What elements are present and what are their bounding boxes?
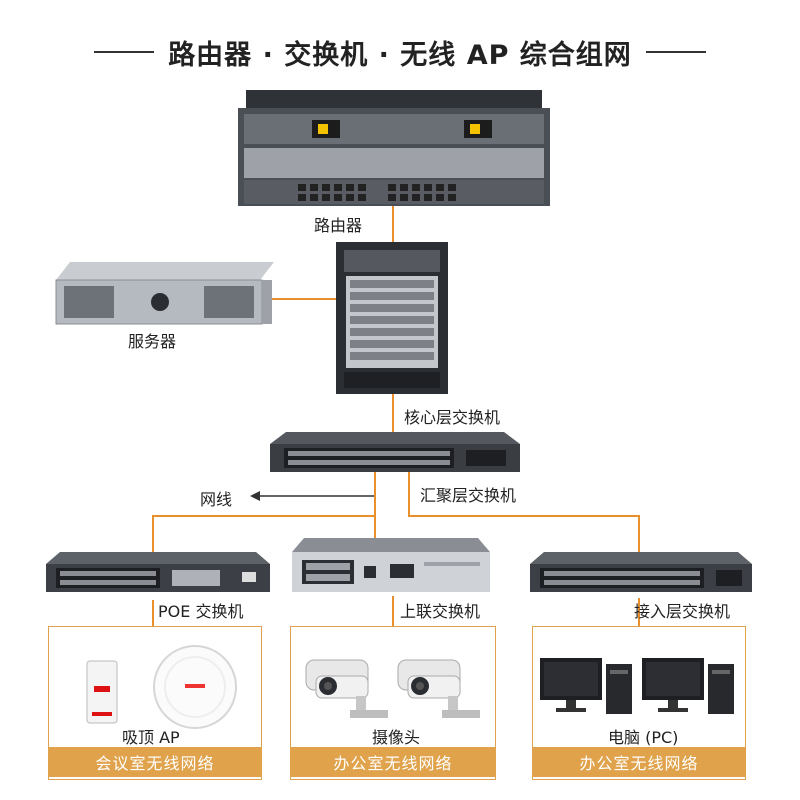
poe-switch-label: POE 交换机 xyxy=(158,602,244,621)
router-device xyxy=(238,90,550,206)
area-band-office-camera: 办公室无线网络 xyxy=(291,747,495,777)
wire-core-aggregation xyxy=(392,392,394,436)
ceiling-ap-icon xyxy=(152,644,238,730)
wire-to-uplink xyxy=(374,515,376,541)
title-text: 路由器 · 交换机 · 无线 AP 综合组网 xyxy=(168,39,632,71)
ceiling-ap-label: 吸顶 AP xyxy=(122,728,180,747)
network-cable-label: 网线 xyxy=(200,490,233,509)
wire-router-core xyxy=(392,200,394,248)
wire-horizontal-left xyxy=(152,515,376,517)
wire-server-core xyxy=(272,298,338,300)
uplink-switch-label: 上联交换机 xyxy=(400,602,481,621)
pc-icon-2 xyxy=(640,656,736,716)
area-band-meeting-room: 会议室无线网络 xyxy=(49,747,261,777)
wire-access-down xyxy=(638,598,640,626)
title-right-rule xyxy=(645,51,706,53)
aggregation-switch-device xyxy=(270,432,520,474)
server-label: 服务器 xyxy=(128,332,177,351)
wire-aggregation-trunk-b xyxy=(408,470,410,516)
aggregation-switch-label: 汇聚层交换机 xyxy=(420,486,517,505)
core-switch-device xyxy=(336,242,448,394)
wire-poe-down xyxy=(152,600,154,626)
wire-to-access xyxy=(638,515,640,557)
camera-label: 摄像头 xyxy=(372,728,421,747)
title-left-rule xyxy=(94,51,155,53)
network-arrow xyxy=(250,490,374,502)
pc-label: 电脑 (PC) xyxy=(608,728,679,747)
pc-icon-1 xyxy=(538,656,634,716)
access-switch-device xyxy=(530,552,752,594)
wire-aggregation-trunk-a xyxy=(374,470,376,516)
area-band-office-pc: 办公室无线网络 xyxy=(533,747,745,777)
wire-to-poe xyxy=(152,515,154,557)
diagram-title: 路由器 · 交换机 · 无线 AP 综合组网 xyxy=(0,30,800,74)
wire-horizontal-right xyxy=(408,515,640,517)
router-label: 路由器 xyxy=(314,216,363,235)
uplink-switch-device xyxy=(292,538,490,594)
wall-ap-icon xyxy=(86,660,118,724)
access-switch-label: 接入层交换机 xyxy=(634,602,731,621)
core-switch-label: 核心层交换机 xyxy=(404,408,501,427)
wire-uplink-down xyxy=(392,596,394,626)
camera-icon-2 xyxy=(394,650,484,722)
server-device xyxy=(50,262,274,326)
poe-switch-device xyxy=(46,552,270,594)
camera-icon-1 xyxy=(302,650,392,722)
